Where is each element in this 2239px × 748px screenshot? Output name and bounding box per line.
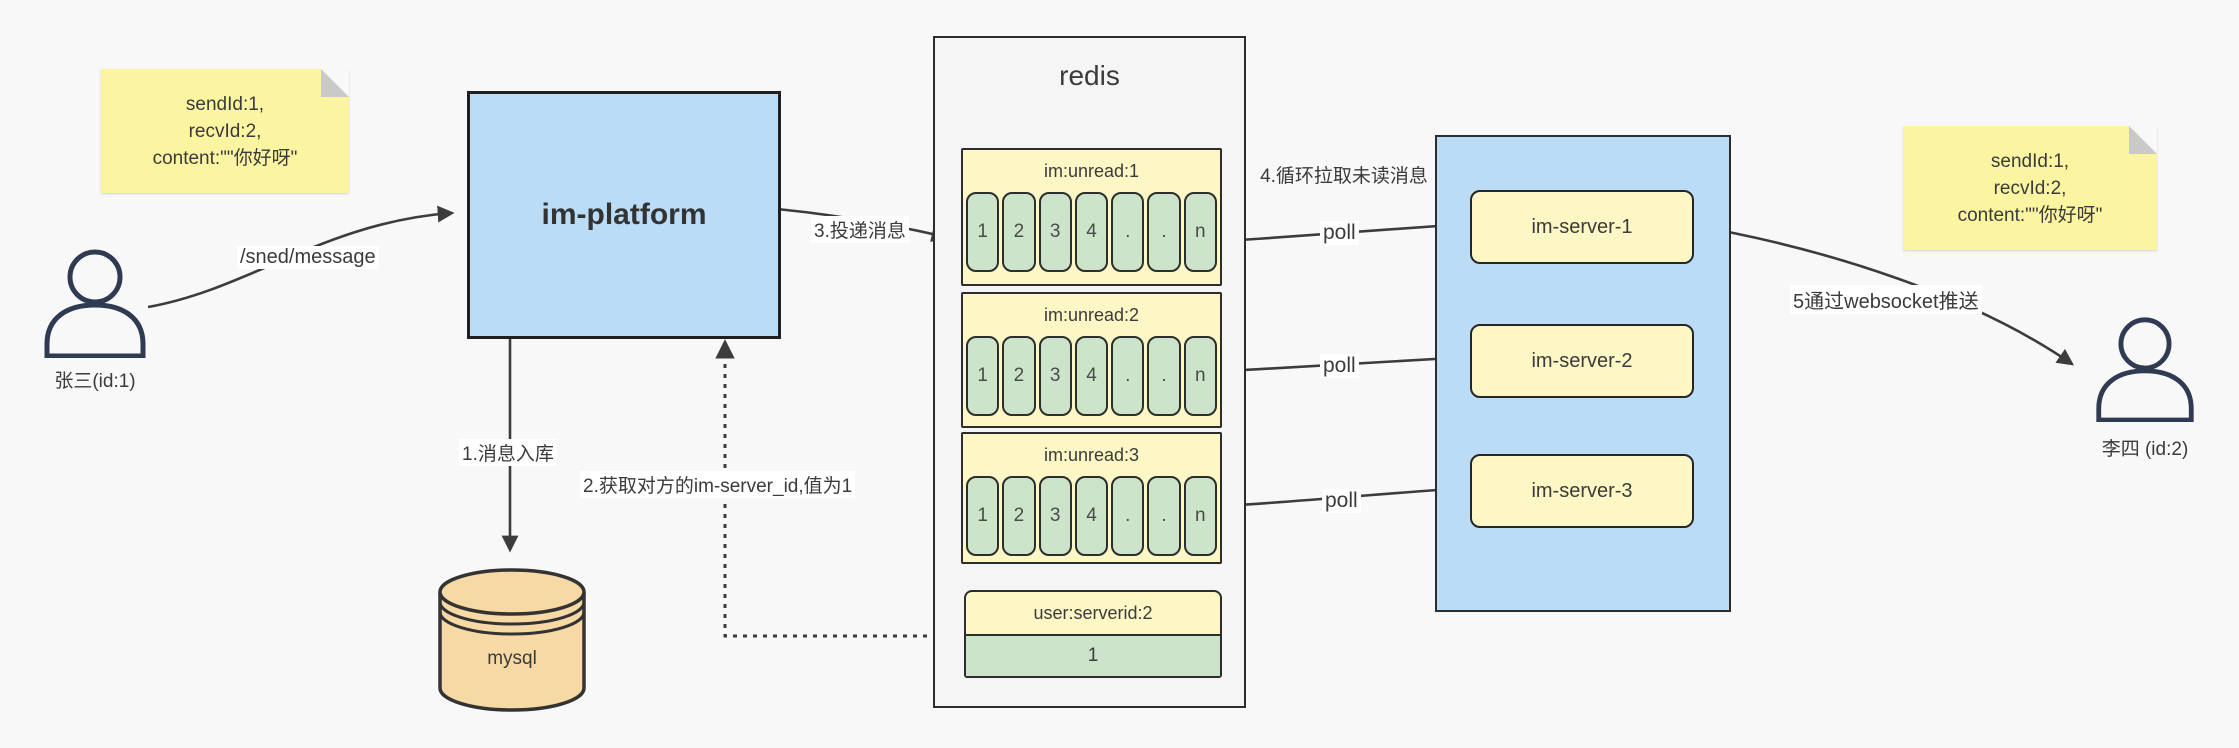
queue-header: im:unread:3	[1043, 444, 1140, 465]
step1-label: 1.消息入库	[459, 439, 557, 466]
note-fold-icon	[321, 69, 349, 97]
im-server-2-box: im-server-2	[1470, 324, 1694, 398]
poll-label-2: poll	[1320, 354, 1359, 378]
user-icon	[2096, 317, 2194, 422]
step2-label: 2.获取对方的im-server_id,值为1	[580, 471, 856, 498]
queue-cell: 3	[1038, 336, 1072, 416]
queue-cell: 1	[966, 476, 1000, 556]
queue-cell: 4	[1074, 192, 1109, 272]
poll-label-1: poll	[1320, 221, 1359, 245]
redis-queue-1: im:unread:1 1 2 3 4 . . n	[961, 148, 1222, 286]
note-fold-icon	[2129, 126, 2157, 154]
note-line: sendId:1,	[1990, 150, 2070, 172]
queue-cell: .	[1111, 336, 1145, 416]
im-server-3-box: im-server-3	[1470, 454, 1694, 528]
note-line: sendId:1,	[185, 93, 265, 115]
mysql-label: mysql	[487, 648, 537, 669]
queue-cell: 2	[1002, 476, 1036, 556]
queue-cell: 1	[966, 336, 1000, 416]
note-line: recvId:2,	[1993, 177, 2067, 199]
redis-title: redis	[1059, 60, 1120, 91]
queue-cells: 1 2 3 4 . . n	[963, 476, 1220, 556]
redis-queue-3: im:unread:3 1 2 3 4 . . n	[961, 432, 1222, 564]
queue-header: im:unread:1	[1043, 160, 1140, 181]
step5-label: 5通过websocket推送	[1790, 285, 1982, 314]
queue-cell: .	[1147, 476, 1181, 556]
queue-cell: n	[1183, 476, 1217, 556]
queue-cell: .	[1111, 192, 1145, 272]
im-server-1-label: im-server-1	[1531, 215, 1633, 238]
im-server-1-box: im-server-1	[1470, 190, 1694, 264]
queue-cell: 1	[966, 192, 1000, 272]
queue-cell: n	[1183, 336, 1217, 416]
queue-cells: 1 2 3 4 . . n	[963, 336, 1220, 416]
mysql-cylinder-icon	[438, 568, 586, 712]
redis-container: redis im:unread:1 1 2 3 4 . . n im:unrea…	[933, 36, 1246, 708]
queue-cells: 1 2 3 4 . . n	[963, 192, 1220, 272]
step3-label: 3.投递消息	[811, 216, 909, 243]
kv-header: user:serverid:2	[966, 592, 1220, 636]
queue-cell: 4	[1074, 336, 1109, 416]
im-server-cluster: im-server-1 im-server-2 im-server-3	[1435, 135, 1731, 612]
im-platform-label: im-platform	[541, 198, 707, 231]
queue-cell: 3	[1038, 476, 1072, 556]
im-platform-box: im-platform	[467, 91, 781, 339]
queue-header: im:unread:2	[1043, 304, 1140, 325]
queue-cell: .	[1147, 192, 1181, 272]
sticky-note-sender: sendId:1, recvId:2, content:""你好呀"	[101, 69, 349, 193]
sender-label: 张三(id:1)	[54, 371, 136, 392]
note-line: recvId:2,	[188, 120, 262, 142]
edge-label-send: /sned/message	[237, 246, 379, 269]
step4-label: 4.循环拉取未读消息	[1260, 166, 1428, 187]
im-server-3-label: im-server-3	[1531, 479, 1633, 502]
queue-cell: 3	[1038, 192, 1072, 272]
queue-cell: .	[1111, 476, 1145, 556]
receiver-label: 李四 (id:2)	[2101, 439, 2189, 460]
queue-cell: 4	[1074, 476, 1109, 556]
user-icon	[44, 249, 146, 358]
sticky-note-receiver: sendId:1, recvId:2, content:""你好呀"	[1903, 126, 2157, 250]
im-server-2-label: im-server-2	[1531, 349, 1633, 372]
note-line: content:""你好呀"	[152, 147, 298, 169]
redis-queue-2: im:unread:2 1 2 3 4 . . n	[961, 292, 1222, 428]
redis-kv-block: user:serverid:2 1	[964, 590, 1222, 678]
kv-value: 1	[966, 636, 1220, 676]
poll-label-3: poll	[1322, 489, 1361, 513]
queue-cell: 2	[1002, 336, 1036, 416]
queue-cell: .	[1147, 336, 1181, 416]
note-line: content:""你好呀"	[1957, 204, 2103, 226]
queue-cell: 2	[1002, 192, 1036, 272]
queue-cell: n	[1183, 192, 1217, 272]
